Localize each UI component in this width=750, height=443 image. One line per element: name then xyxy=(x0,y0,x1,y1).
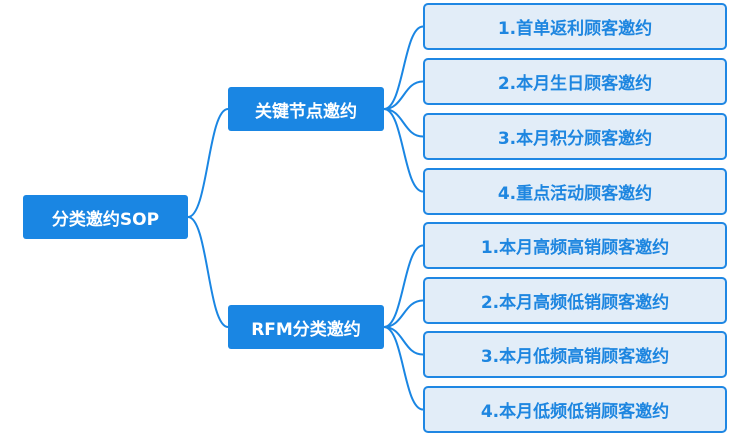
connector-line xyxy=(187,108,229,218)
leaf-label: 2.本月高频低销顾客邀约 xyxy=(480,293,670,313)
leaf-label: 4.本月低频低销顾客邀约 xyxy=(480,402,670,422)
branch-label: RFM分类邀约 xyxy=(251,319,361,340)
leaf-node: 1.本月高频高销顾客邀约 xyxy=(423,222,727,269)
branch-label: 关键节点邀约 xyxy=(255,101,357,122)
leaf-label: 2.本月生日顾客邀约 xyxy=(497,74,653,94)
leaf-label: 1.本月高频高销顾客邀约 xyxy=(480,238,670,258)
leaf-node: 3.本月低频高销顾客邀约 xyxy=(423,331,727,378)
leaf-label: 3.本月低频高销顾客邀约 xyxy=(480,347,670,367)
root-node: 分类邀约SOP xyxy=(23,195,188,239)
connector-line xyxy=(187,216,229,328)
connector-line xyxy=(383,299,424,328)
leaf-node: 4.重点活动顾客邀约 xyxy=(423,168,727,215)
leaf-node: 2.本月生日顾客邀约 xyxy=(423,58,727,105)
connector-line xyxy=(383,326,424,411)
leaf-node: 2.本月高频低销顾客邀约 xyxy=(423,277,727,324)
branch-node-rfm: RFM分类邀约 xyxy=(228,305,384,349)
leaf-label: 1.首单返利顾客邀约 xyxy=(497,19,653,39)
leaf-node: 3.本月积分顾客邀约 xyxy=(423,113,727,160)
root-label: 分类邀约SOP xyxy=(51,209,160,230)
connector-line xyxy=(383,80,424,110)
leaf-label: 3.本月积分顾客邀约 xyxy=(497,129,653,149)
connector-line xyxy=(383,25,424,110)
leaf-label: 4.重点活动顾客邀约 xyxy=(497,184,653,204)
connector-line xyxy=(383,108,424,193)
branch-node-key-milestones: 关键节点邀约 xyxy=(228,87,384,131)
leaf-node: 4.本月低频低销顾客邀约 xyxy=(423,386,727,433)
leaf-node: 1.首单返利顾客邀约 xyxy=(423,3,727,50)
connector-line xyxy=(383,244,424,328)
